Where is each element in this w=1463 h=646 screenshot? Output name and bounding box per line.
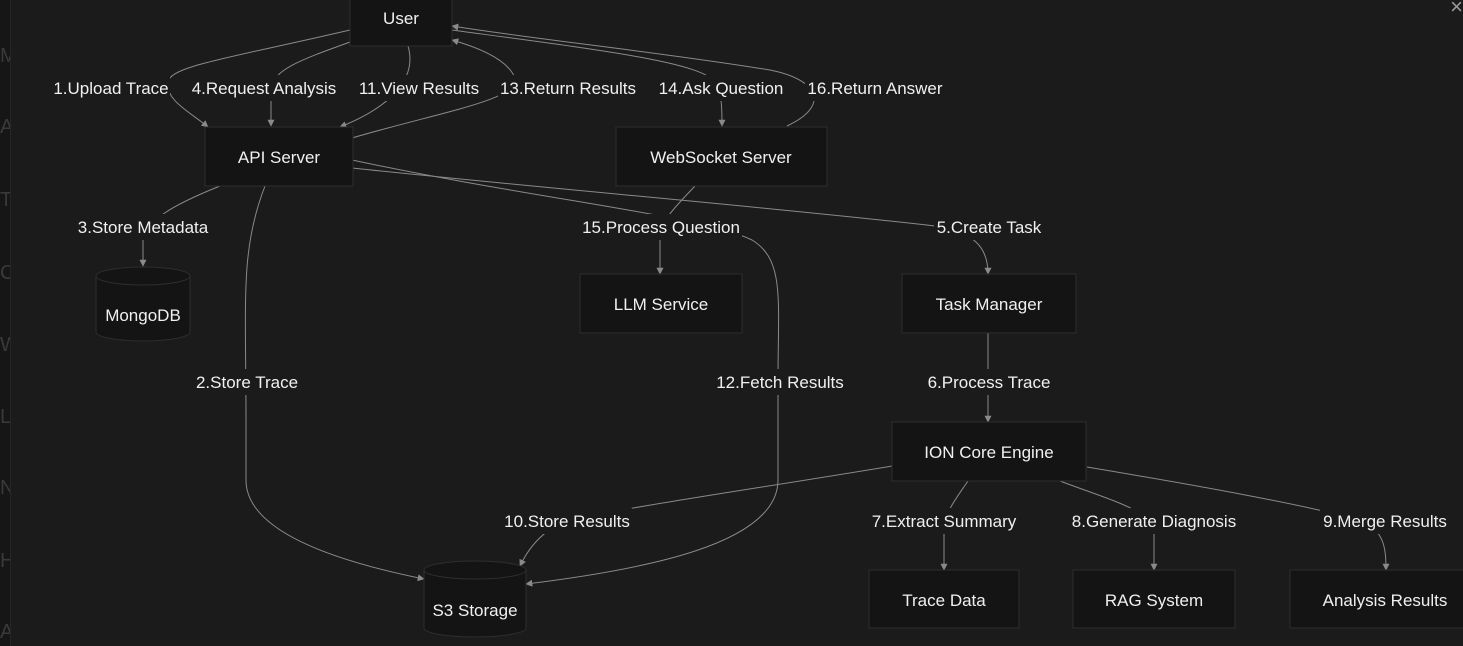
edge-label-ask-question: 14.Ask Question [659,79,784,98]
node-api-server-label: API Server [238,148,321,167]
sidebar-letter: A [0,116,10,138]
node-mongodb-label: MongoDB [105,306,181,325]
edges [139,23,1390,587]
node-s3-storage[interactable]: S3 Storage [423,560,527,638]
node-llm-service-label: LLM Service [614,295,708,314]
node-websocket-server[interactable]: WebSocket Server [615,126,828,187]
node-s3-storage-label: S3 Storage [432,601,517,620]
edge-upload-trace [167,29,351,128]
edge-label-extract-summary: 7.Extract Summary [872,512,1017,531]
node-mongodb[interactable]: MongoDB [95,266,191,342]
edge-label-view-results: 11.View Results [359,79,479,98]
edge-label-generate-diagnosis: 8.Generate Diagnosis [1072,512,1236,531]
node-websocket-server-label: WebSocket Server [650,148,792,167]
edge-return-answer [451,23,815,127]
edge-label-merge-results: 9.Merge Results [1323,512,1447,531]
sidebar-letter: M [0,45,10,67]
nodes: User API Server WebSocket Server MongoDB… [95,0,1463,638]
node-analysis-results[interactable]: Analysis Results [1289,569,1463,629]
close-icon[interactable]: × [1450,0,1463,19]
sidebar-letter: N [0,477,10,499]
edge-ask-question [451,29,726,127]
edge-labels: 1.Upload Trace 4.Request Analysis 11.Vie… [52,75,1452,534]
edge-label-upload-trace: 1.Upload Trace [53,79,168,98]
node-trace-data[interactable]: Trace Data [868,569,1020,629]
edge-label-return-results: 13.Return Results [500,79,636,98]
node-user[interactable]: User [349,0,453,47]
sidebar-letter: T [0,189,10,211]
edge-label-process-trace: 6.Process Trace [928,373,1051,392]
edge-label-store-metadata: 3.Store Metadata [78,218,209,237]
edge-label-create-task: 5.Create Task [937,218,1042,237]
edge-label-fetch-results: 12.Fetch Results [716,373,844,392]
edge-fetch-results [351,159,780,587]
node-task-manager-label: Task Manager [936,295,1043,314]
node-task-manager[interactable]: Task Manager [901,273,1077,334]
edge-label-store-trace: 2.Store Trace [196,373,298,392]
sidebar-letter: A [0,621,10,643]
sidebar-letter: H [0,550,10,572]
edge-label-process-question: 15.Process Question [582,218,740,237]
sidebar-letter: C [0,262,10,284]
node-rag-system-label: RAG System [1105,591,1203,610]
edge-label-store-results: 10.Store Results [504,512,630,531]
sidebar-letter: L [0,406,10,428]
node-analysis-results-label: Analysis Results [1323,591,1448,610]
node-api-server[interactable]: API Server [204,126,354,187]
edge-store-trace [244,185,425,582]
node-rag-system[interactable]: RAG System [1072,569,1236,629]
node-llm-service[interactable]: LLM Service [579,273,743,334]
left-sidebar-strip: M A T C W L N H A [0,0,11,646]
edge-create-task [351,167,992,275]
node-user-label: User [383,9,419,28]
node-trace-data-label: Trace Data [902,591,986,610]
sidebar-letter: W [0,334,10,356]
edge-label-return-answer: 16.Return Answer [807,79,942,98]
edge-label-request-analysis: 4.Request Analysis [192,79,337,98]
node-ion-core-engine-label: ION Core Engine [924,443,1053,462]
node-ion-core-engine[interactable]: ION Core Engine [891,421,1087,482]
